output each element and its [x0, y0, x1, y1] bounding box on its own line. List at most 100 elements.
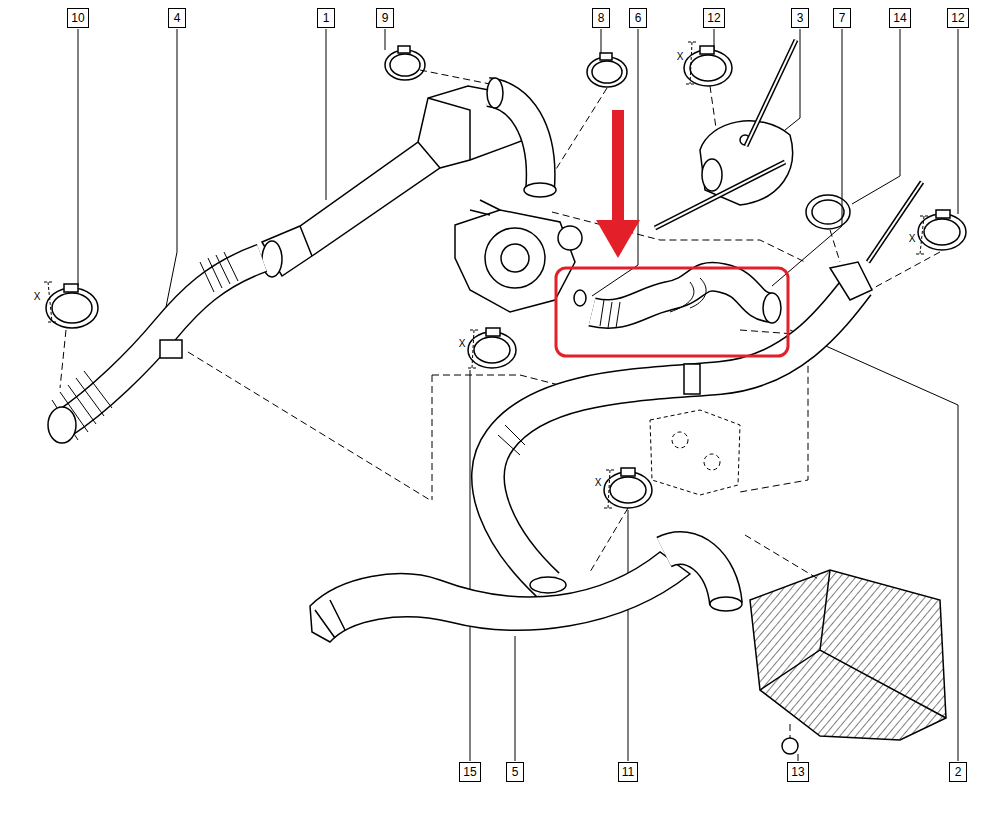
hose-clamp: [936, 210, 950, 218]
callout-box: 3: [791, 8, 809, 28]
turbo-hose: [600, 300, 620, 328]
air-box: [782, 738, 798, 754]
hose-clamp: [390, 54, 420, 76]
intake-duct: [710, 597, 742, 611]
leader-line: [78, 29, 958, 761]
highlight-marker: [556, 268, 788, 356]
air-box: [750, 570, 946, 740]
leader-line: [163, 29, 177, 322]
hose-clamp: [587, 57, 627, 87]
callout-box: 10: [67, 8, 88, 28]
assembly-line: [420, 70, 490, 84]
connector-part: [702, 159, 722, 191]
turbocharger: [558, 226, 582, 250]
air-box: [750, 570, 946, 754]
callout-box: 1: [317, 8, 335, 28]
hose-clamp: [600, 53, 612, 60]
callout-box: 14: [889, 8, 910, 28]
callout-box: 15: [459, 762, 480, 782]
intake-duct: [664, 548, 726, 604]
turbo-hose: [574, 277, 781, 328]
ghost-part: [704, 454, 720, 470]
turbocharger: [470, 200, 500, 215]
hose-clamp: [486, 328, 500, 336]
air-duct: [262, 78, 556, 277]
dimension-bar: [686, 42, 696, 84]
intake-duct: [664, 548, 726, 604]
dimension-bar: [44, 42, 928, 508]
assembly-line: [830, 230, 840, 262]
hose-clamp: [806, 195, 850, 229]
leader-line: [601, 29, 602, 56]
hose-clamp: [700, 46, 714, 54]
leader-line: [326, 29, 327, 200]
hose-clamp: [398, 46, 410, 53]
hose-clamp: [610, 477, 646, 503]
air-duct: [487, 78, 503, 108]
callout-number: 14: [893, 11, 906, 25]
hose-clamp: [812, 200, 844, 224]
hose-clamp: [924, 219, 960, 245]
assembly-line: [60, 330, 66, 388]
charge-pipe: [684, 364, 700, 394]
air-hose: [52, 252, 238, 440]
leader-line: [798, 754, 799, 761]
ghost-part: [672, 432, 688, 448]
turbocharger: [485, 228, 545, 288]
air-hose: [48, 407, 76, 443]
ghost-part: [650, 410, 740, 495]
dimension-label: X: [33, 291, 42, 302]
leader-line: [385, 29, 386, 50]
hose-clamp: [46, 46, 966, 508]
leader-line: [852, 29, 900, 204]
dimension-bar: [916, 216, 928, 254]
callout-number: 3: [795, 11, 805, 25]
callout-box: 2: [949, 762, 967, 782]
hose-clamp: [604, 472, 652, 508]
callout-box: 12: [703, 8, 724, 28]
connector-part: [655, 162, 785, 228]
callout-box: 6: [629, 8, 647, 28]
callout-number: 6: [633, 11, 643, 25]
hose-clamp: [621, 468, 635, 476]
dimension-label: X: [458, 338, 467, 349]
callout-number: 2: [953, 765, 963, 779]
assembly-line: [870, 252, 940, 290]
callout-number: 5: [510, 765, 520, 779]
charge-pipe: [830, 262, 872, 300]
intake-duct: [310, 548, 742, 642]
hose-clamp: [64, 284, 78, 292]
turbocharger: [501, 244, 529, 272]
callout-number: 15: [463, 765, 476, 779]
hose-clamp: [474, 337, 510, 363]
callout-box: 11: [618, 762, 638, 782]
connector-part: [868, 182, 922, 262]
dimension-label: X: [594, 477, 603, 488]
turbo-hose: [574, 290, 586, 306]
turbo-hose: [600, 278, 706, 328]
intake-duct: [310, 552, 690, 642]
ghost-part: [650, 410, 740, 495]
air-duct: [524, 183, 556, 197]
callout-number: 7: [837, 11, 847, 25]
air-box: [760, 570, 946, 718]
hose-clamp: [385, 50, 425, 80]
assembly-line: [432, 375, 433, 500]
dimension-label: X: [908, 233, 917, 244]
connector-part: [746, 40, 796, 146]
callout-box: 5: [506, 762, 524, 782]
turbo-hose: [670, 278, 706, 312]
callout-number: 11: [622, 765, 634, 779]
highlight-marker: [596, 220, 640, 258]
callout-number: 8: [596, 11, 606, 25]
callout-number: 1: [321, 11, 331, 25]
charge-pipe: [498, 425, 525, 455]
hose-clamp: [52, 293, 92, 323]
highlight-marker: [556, 110, 788, 356]
air-duct: [300, 98, 470, 256]
connector-part: [868, 182, 922, 262]
hose-clamp: [690, 55, 726, 81]
